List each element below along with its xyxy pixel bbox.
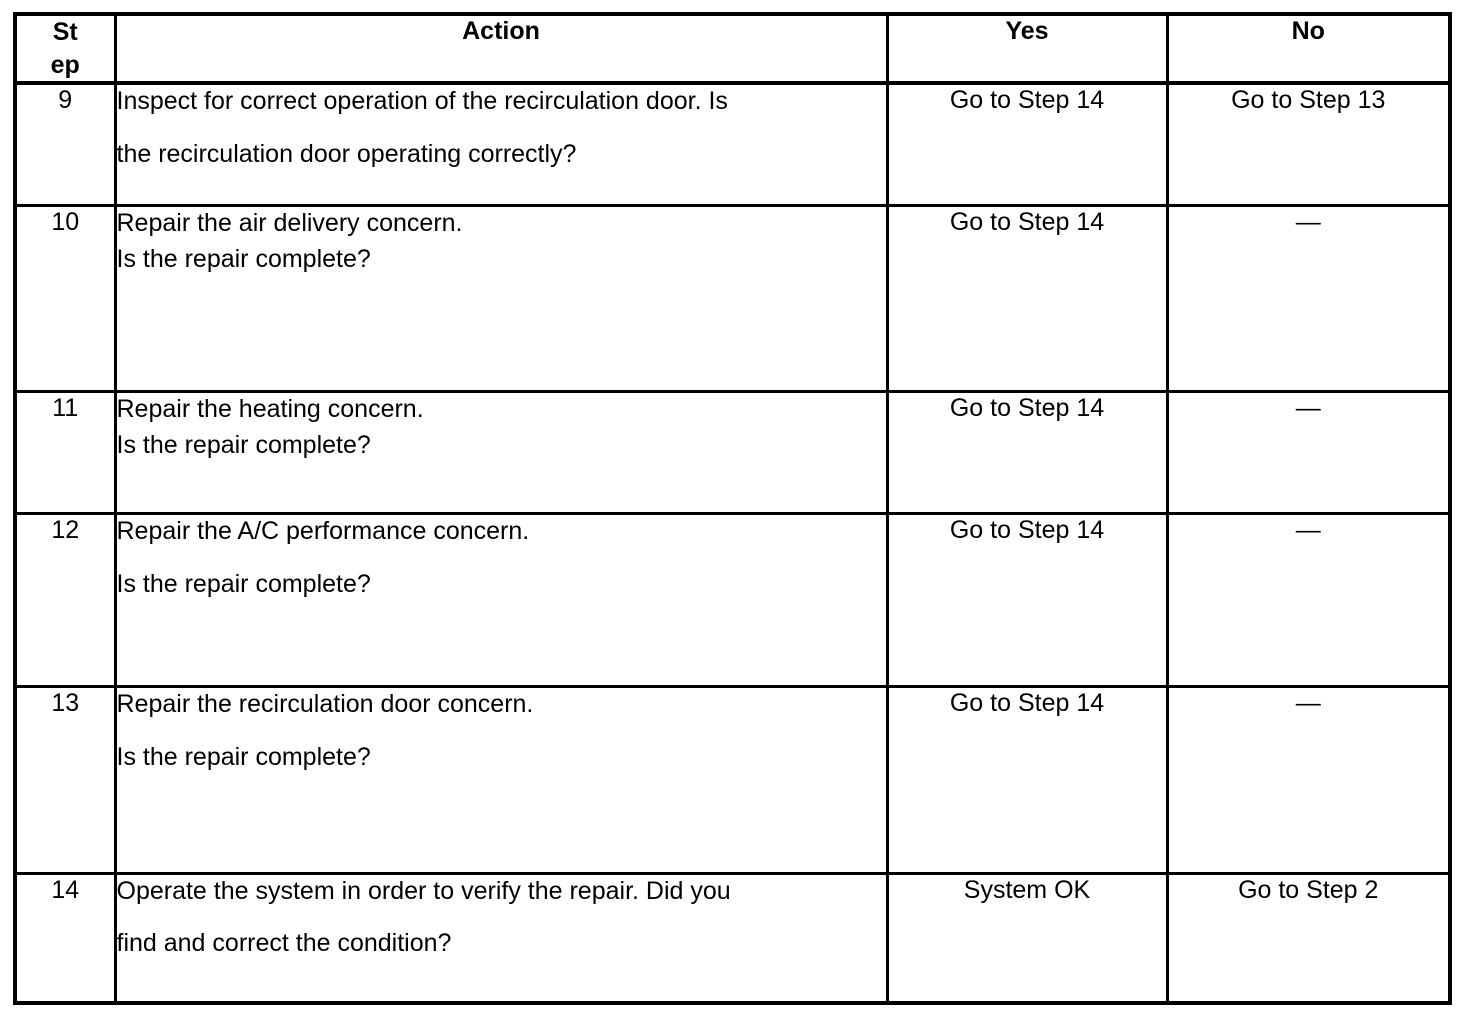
cell-action: Repair the air delivery concern. Is the … — [113, 203, 889, 393]
cell-no: Go to Step 2 — [1165, 871, 1452, 1005]
table-header: St ep Action Yes No — [13, 12, 1452, 85]
action-line: Repair the heating concern. — [116, 394, 424, 423]
cell-step-number: 10 — [13, 203, 117, 393]
header-row: St ep Action Yes No — [13, 12, 1452, 85]
action-line: Repair the A/C performance concern. — [116, 517, 530, 546]
cell-action: Repair the recirculation door concern. I… — [113, 685, 889, 875]
action-line: Repair the air delivery concern. — [116, 208, 463, 237]
cell-no: Go to Step 13 — [1165, 81, 1452, 207]
cell-no: — — [1165, 512, 1452, 689]
column-header-action: Action — [113, 12, 889, 85]
action-line: find and correct the condition? — [116, 929, 452, 958]
action-line: Is the repair complete? — [116, 742, 371, 771]
cell-action: Repair the A/C performance concern. Is t… — [113, 512, 889, 689]
action-line: Is the repair complete? — [116, 431, 371, 460]
column-header-step: St ep — [13, 12, 117, 85]
cell-yes: Go to Step 14 — [885, 81, 1169, 207]
table-row: 10 Repair the air delivery concern. Is t… — [13, 203, 1452, 393]
cell-yes: Go to Step 14 — [885, 389, 1169, 516]
action-line: Is the repair complete? — [116, 569, 371, 598]
action-line: the recirculation door operating correct… — [116, 139, 577, 168]
action-line: Repair the recirculation door concern. — [116, 690, 534, 719]
cell-step-number: 14 — [13, 871, 117, 1005]
table-row: 13 Repair the recirculation door concern… — [13, 685, 1452, 875]
cell-step-number: 11 — [13, 389, 117, 516]
cell-yes: Go to Step 14 — [885, 203, 1169, 393]
column-header-step-line2: ep — [50, 50, 80, 79]
cell-step-number: 9 — [13, 81, 117, 207]
cell-yes: Go to Step 14 — [885, 685, 1169, 875]
cell-step-number: 12 — [13, 512, 117, 689]
table-row: 9 Inspect for correct operation of the r… — [13, 81, 1452, 207]
table-body: 9 Inspect for correct operation of the r… — [13, 81, 1452, 1005]
cell-no: — — [1165, 389, 1452, 516]
table-row: 11 Repair the heating concern. Is the re… — [13, 389, 1452, 516]
cell-yes: Go to Step 14 — [885, 512, 1169, 689]
cell-action: Operate the system in order to verify th… — [113, 871, 889, 1005]
cell-yes: System OK — [885, 871, 1169, 1005]
cell-no: — — [1165, 203, 1452, 393]
cell-step-number: 13 — [13, 685, 117, 875]
column-header-yes: Yes — [885, 12, 1169, 85]
action-line: Operate the system in order to verify th… — [116, 876, 731, 905]
column-header-no: No — [1165, 12, 1452, 85]
action-line: Is the repair complete? — [116, 245, 371, 274]
action-line: Inspect for correct operation of the rec… — [116, 87, 728, 115]
cell-no: — — [1165, 685, 1452, 875]
table-row: 14 Operate the system in order to verify… — [13, 871, 1452, 1005]
diagnostic-step-table: St ep Action Yes No 9 Inspect for correc… — [13, 12, 1452, 1005]
cell-action: Inspect for correct operation of the rec… — [113, 81, 889, 207]
table-row: 12 Repair the A/C performance concern. I… — [13, 512, 1452, 689]
column-header-step-line1: St — [52, 18, 78, 46]
cell-action: Repair the heating concern. Is the repai… — [113, 389, 889, 516]
